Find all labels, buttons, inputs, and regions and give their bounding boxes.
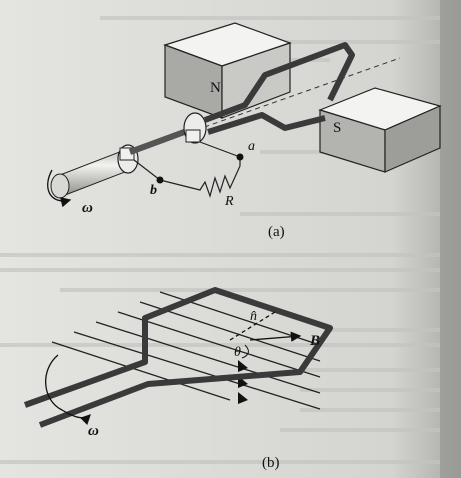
label-field: B bbox=[309, 333, 320, 349]
figure-a: N S a b R ω (a) bbox=[47, 22, 442, 240]
rotation-arrow-b bbox=[45, 354, 91, 426]
caption-a: (a) bbox=[268, 224, 285, 240]
resistor-path bbox=[159, 157, 241, 198]
label-angle: θ bbox=[234, 345, 241, 360]
wire-loop-b bbox=[23, 287, 333, 428]
terminal-b-dot bbox=[156, 176, 164, 184]
label-omega-a: ω bbox=[82, 200, 93, 216]
field-vector-b bbox=[249, 331, 302, 342]
label-terminal-b: b bbox=[150, 183, 157, 198]
normal-vector bbox=[229, 311, 276, 341]
rotation-arrow-a bbox=[47, 169, 72, 208]
label-terminal-a: a bbox=[248, 139, 255, 154]
north-magnet bbox=[163, 22, 292, 119]
label-north: N bbox=[210, 80, 221, 96]
figure-b: n̂ B θ ω (b) bbox=[23, 287, 333, 471]
label-south: S bbox=[333, 120, 341, 136]
brush-a bbox=[185, 129, 201, 143]
label-normal: n̂ bbox=[250, 309, 257, 324]
south-magnet bbox=[318, 87, 442, 173]
label-omega-b: ω bbox=[88, 423, 99, 439]
caption-b: (b) bbox=[262, 455, 280, 471]
page-edge-shadow bbox=[440, 0, 461, 478]
slip-rings bbox=[50, 112, 207, 199]
label-resistor: R bbox=[224, 194, 234, 209]
wire-loop bbox=[203, 42, 355, 135]
terminal-a-dot bbox=[236, 153, 244, 161]
field-lines bbox=[51, 291, 321, 410]
external-circuit bbox=[133, 141, 241, 198]
